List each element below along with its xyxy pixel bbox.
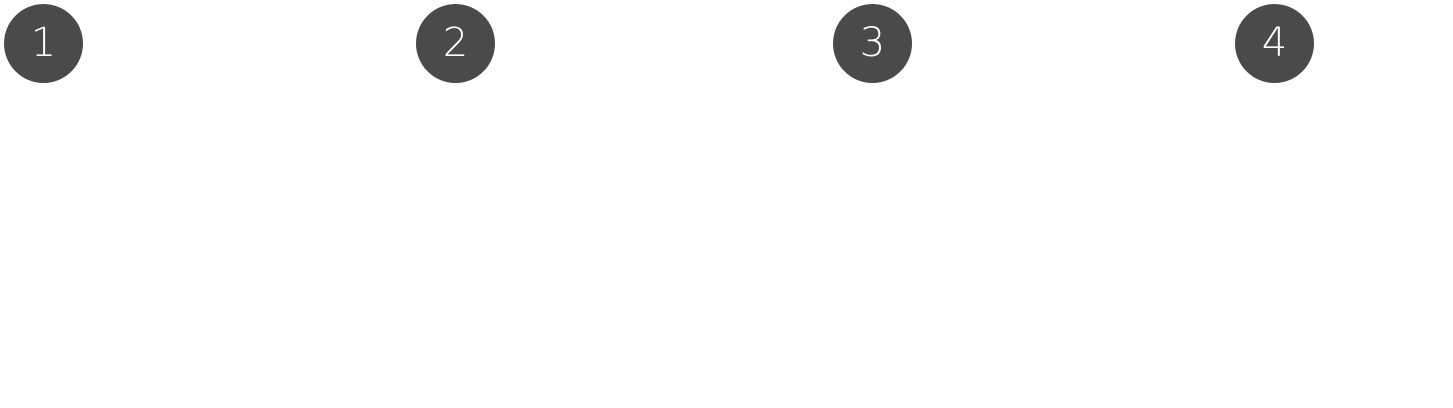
step-badge-1: 1	[4, 4, 83, 83]
step-badge-2: 2	[416, 4, 495, 83]
step-number: 3	[859, 19, 886, 66]
step-number: 2	[442, 19, 469, 66]
step-badge-3: 3	[833, 4, 912, 83]
step-number: 4	[1261, 19, 1288, 66]
step-badge-4: 4	[1235, 4, 1314, 83]
step-number: 1	[30, 19, 57, 66]
